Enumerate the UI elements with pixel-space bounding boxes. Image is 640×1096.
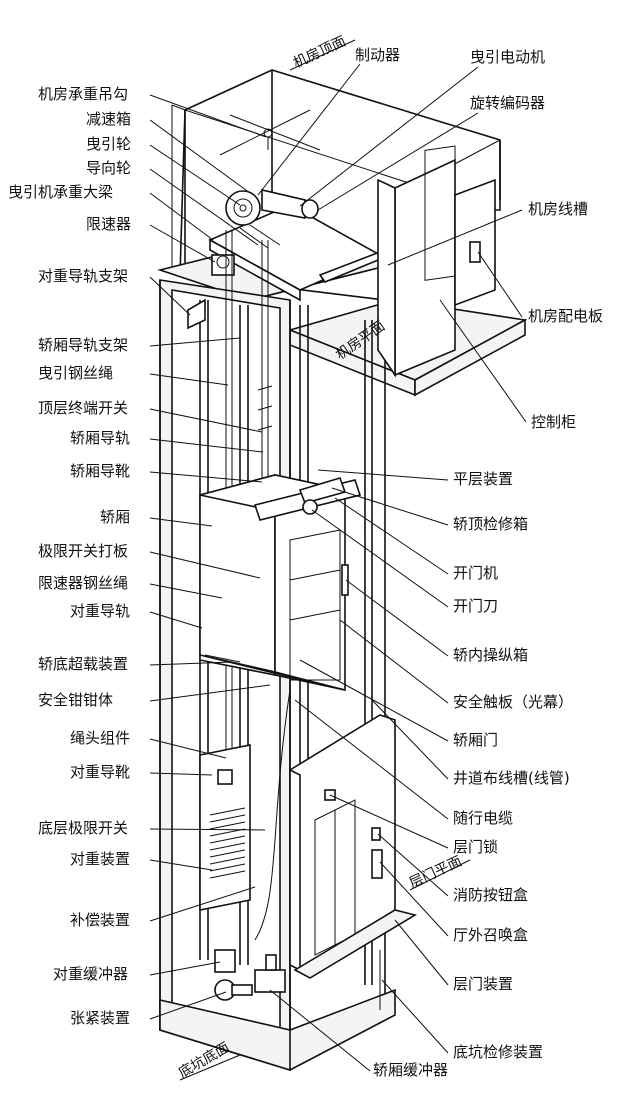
label-cw-buffer: 对重缓冲器 [53,965,128,983]
label-control-cabinet: 控制柜 [531,413,576,431]
label-landing-door-lock: 层门锁 [453,838,498,856]
label-car-buffer: 轿厢缓冲器 [373,1061,448,1079]
label-cw-rail-bracket: 对重导轨支架 [38,267,128,285]
label-travelling-cable: 随行电缆 [453,809,513,827]
label-safety-edge: 安全触板（光幕） [453,693,573,711]
label-governor-rope: 限速器钢丝绳 [38,574,128,592]
label-car: 轿厢 [100,508,130,526]
label-traction-motor: 曳引电动机 [470,48,545,66]
label-hoistway-cable-trough: 井道布线槽(线管) [453,769,570,787]
label-distribution-panel: 机房配电板 [528,307,603,325]
landing-door-assembly [289,714,418,979]
machine-room-equipment [208,109,496,378]
label-safety-gear: 安全钳钳体 [38,691,113,709]
label-car-guide-rail: 轿厢导轨 [70,429,130,447]
label-machine-bearing-beam: 曳引机承重大梁 [8,183,113,201]
label-fire-button-box: 消防按钮盒 [453,886,528,904]
label-leveling-device: 平层装置 [453,470,513,488]
label-car-guide-shoe: 轿厢导靴 [70,462,130,480]
left-labels: 机房承重吊勾 减速箱 曳引轮 导向轮 曳引机承重大梁 限速器 对重导轨支架 轿厢… [8,85,131,1027]
label-car-top-inspection-box: 轿顶检修箱 [453,515,528,533]
label-brake: 制动器 [355,46,400,64]
top-labels: 制动器 曳引电动机 旋转编码器 [355,46,545,112]
label-top-terminal-switch: 顶层终端开关 [38,399,128,417]
label-car-operating-panel: 轿内操纵箱 [453,646,528,664]
label-limit-switch-cam: 极限开关打板 [38,542,128,560]
label-rope-hitch: 绳头组件 [70,729,130,747]
label-cw-guide-shoe: 对重导靴 [70,763,130,781]
label-deflector-sheave: 导向轮 [86,159,131,177]
pit-bottom-label: 底坑底面 [176,1040,232,1082]
right-labels: 机房线槽 机房配电板 控制柜 平层装置 轿顶检修箱 开门机 开门刀 轿内操纵箱 … [453,200,603,1061]
bottom-labels: 轿厢缓冲器 [373,1061,448,1079]
label-pit-inspection-device: 底坑检修装置 [453,1043,543,1061]
label-speed-governor: 限速器 [86,215,131,233]
label-car-rail-bracket: 轿厢导轨支架 [38,336,128,354]
label-cw-guide-rail: 对重导轨 [70,602,130,620]
label-door-operator: 开门机 [453,564,498,582]
label-landing-door-device: 层门装置 [453,975,513,993]
label-machine-cable-trough: 机房线槽 [528,200,588,218]
label-rotary-encoder: 旋转编码器 [470,94,545,112]
counterweight-plates [209,807,246,879]
label-traction-rope: 曳引钢丝绳 [38,364,113,382]
label-bottom-limit-switch: 底层极限开关 [38,819,128,837]
label-counterweight: 对重装置 [70,850,130,868]
label-overload-device: 轿底超载装置 [38,655,128,673]
label-car-door: 轿厢门 [453,731,498,749]
leader-lines [149,63,527,1072]
machine-room-top-label: 机房顶面 [291,33,349,71]
label-hall-call-box: 厅外召唤盒 [453,926,528,944]
label-compensation-device: 补偿装置 [70,911,130,929]
label-reduction-gearbox: 减速箱 [86,110,131,128]
label-machine-room-hook: 机房承重吊勾 [38,85,128,103]
label-door-knife: 开门刀 [453,597,498,615]
label-tension-device: 张紧装置 [70,1009,130,1027]
label-traction-sheave: 曳引轮 [86,135,131,153]
